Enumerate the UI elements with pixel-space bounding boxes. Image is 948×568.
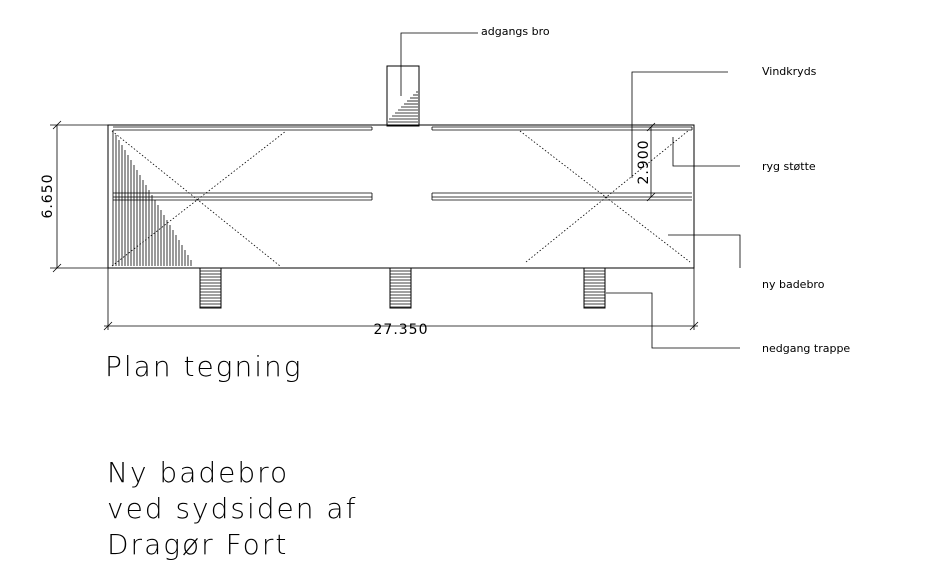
top-beam-right	[431, 126, 693, 131]
title-line-3: Dragør Fort	[107, 528, 288, 561]
middle-beam-right	[431, 192, 692, 201]
label-vindkryds: Vindkryds	[762, 65, 817, 78]
leader-ny-badebro: ny badebro	[668, 234, 825, 291]
stair-middle	[389, 267, 412, 309]
top-beam-left	[113, 126, 373, 131]
leader-nedgang-trappe: nedgang trappe	[606, 292, 850, 355]
wind-bracing-left	[111, 130, 287, 267]
stair-right	[583, 267, 606, 309]
label-adgangs-bro: adgangs bro	[481, 25, 550, 38]
label-ryg-stotte: ryg støtte	[762, 160, 816, 173]
platform-outline	[107, 124, 695, 269]
title-line-1: Ny badebro	[107, 456, 289, 489]
height-dimension: 6.650	[40, 120, 108, 273]
spacing-dimension-label: 2.900	[636, 139, 652, 184]
label-nedgang-trappe: nedgang trappe	[762, 342, 850, 355]
middle-beam-left	[113, 192, 373, 201]
stair-left	[199, 267, 222, 309]
leader-vindkryds: Vindkryds	[631, 65, 817, 178]
spacing-dimension: 2.900	[636, 122, 656, 202]
hatched-ramp	[112, 130, 192, 266]
leader-ryg-stotte: ryg støtte	[672, 137, 816, 173]
label-ny-badebro: ny badebro	[762, 278, 825, 291]
plan-title: Plan tegning	[105, 350, 303, 383]
width-dimension: 27.350	[103, 268, 699, 338]
wind-bracing-right	[519, 130, 691, 263]
title-line-2: ved sydsiden af	[107, 492, 357, 525]
height-dimension-label: 6.650	[40, 173, 56, 218]
leader-adgangs-bro: adgangs bro	[400, 25, 550, 96]
width-dimension-label: 27.350	[374, 322, 429, 338]
access-bridge	[386, 65, 420, 127]
